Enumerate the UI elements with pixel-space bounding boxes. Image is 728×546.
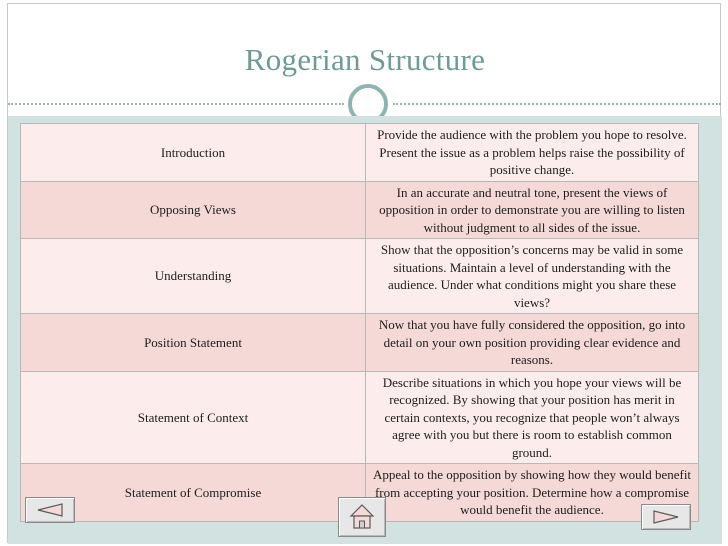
dotted-divider-right bbox=[393, 103, 721, 105]
table-row: Position Statement Now that you have ful… bbox=[20, 313, 699, 372]
home-icon bbox=[349, 504, 375, 529]
table-row: Statement of Context Describe situations… bbox=[20, 370, 699, 464]
row-label: Statement of Compromise bbox=[20, 463, 366, 522]
row-label: Opposing Views bbox=[20, 180, 366, 239]
row-description: Provide the audience with the problem yo… bbox=[365, 123, 699, 182]
row-description: Describe situations in which you hope yo… bbox=[365, 370, 699, 464]
table-row: Introduction Provide the audience with t… bbox=[20, 123, 699, 182]
table-row: Opposing Views In an accurate and neutra… bbox=[20, 180, 699, 239]
row-label: Introduction bbox=[20, 123, 366, 182]
row-label: Position Statement bbox=[20, 313, 366, 372]
slide-title: Rogerian Structure bbox=[244, 42, 486, 77]
rogerian-structure-table: Introduction Provide the audience with t… bbox=[20, 123, 699, 522]
home-button[interactable] bbox=[338, 497, 386, 537]
row-label: Statement of Context bbox=[20, 370, 366, 464]
row-description: Now that you have fully considered the o… bbox=[365, 313, 699, 372]
triangle-right-icon bbox=[653, 510, 679, 524]
dotted-divider-left bbox=[8, 103, 344, 105]
triangle-left-icon bbox=[37, 503, 63, 517]
table-row: Statement of Compromise Appeal to the op… bbox=[20, 463, 699, 522]
row-label: Understanding bbox=[20, 238, 366, 314]
row-description: Appeal to the opposition by showing how … bbox=[365, 463, 699, 522]
table-row: Understanding Show that the opposition’s… bbox=[20, 238, 699, 314]
row-description: Show that the opposition’s concerns may … bbox=[365, 238, 699, 314]
next-slide-button[interactable] bbox=[641, 504, 691, 530]
previous-slide-button[interactable] bbox=[25, 497, 75, 523]
row-description: In an accurate and neutral tone, present… bbox=[365, 180, 699, 239]
